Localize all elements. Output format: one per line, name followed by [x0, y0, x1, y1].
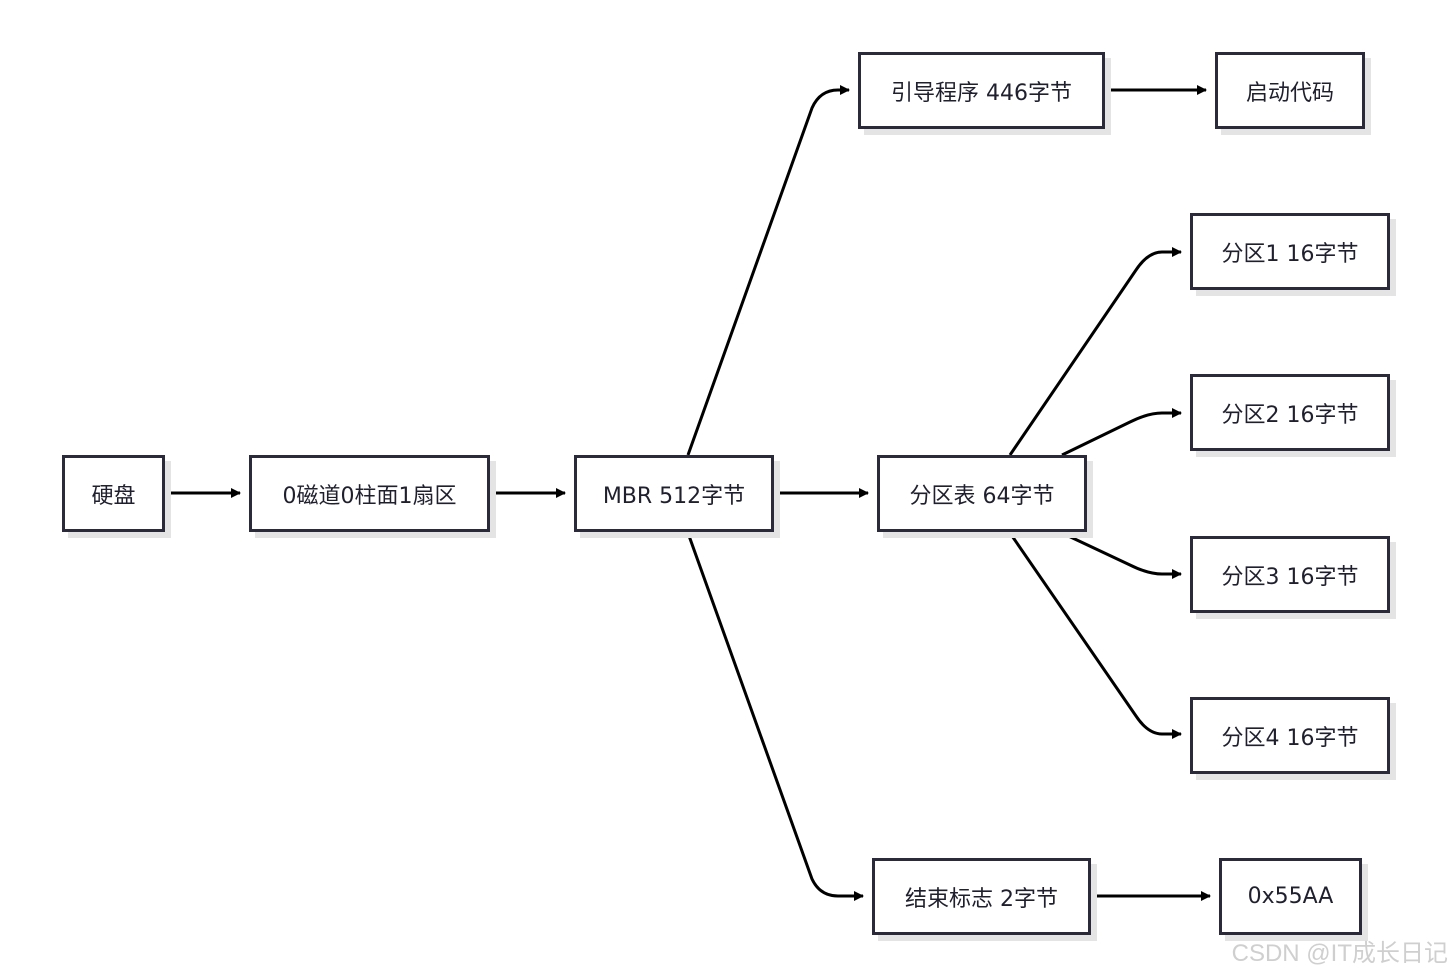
node-boot[interactable]: 引导程序 446字节	[858, 52, 1105, 129]
node-partition-3[interactable]: 分区3 16字节	[1190, 536, 1390, 613]
node-mbr[interactable]: MBR 512字节	[574, 455, 774, 532]
edge-ptable-p2	[1061, 408, 1182, 457]
edge-ptable-p3	[1061, 531, 1182, 579]
node-startup[interactable]: 启动代码	[1215, 52, 1365, 129]
edge-mbr-boot	[686, 85, 850, 456]
node-partition-2[interactable]: 分区2 16字节	[1190, 374, 1390, 451]
node-partition-1[interactable]: 分区1 16字节	[1190, 213, 1390, 290]
node-magic[interactable]: 0x55AA	[1219, 858, 1362, 935]
node-ptable[interactable]: 分区表 64字节	[877, 455, 1087, 532]
watermark: CSDN @IT成长日记	[1231, 940, 1448, 967]
edge-ptable-p1	[1008, 247, 1182, 456]
node-partition-4[interactable]: 分区4 16字节	[1190, 697, 1390, 774]
edge-ptable-p4	[1008, 532, 1182, 739]
edge-mbr-endmark	[686, 532, 864, 901]
node-disk[interactable]: 硬盘	[62, 455, 165, 532]
node-sector[interactable]: 0磁道0柱面1扇区	[249, 455, 490, 532]
node-endmark[interactable]: 结束标志 2字节	[872, 858, 1091, 935]
